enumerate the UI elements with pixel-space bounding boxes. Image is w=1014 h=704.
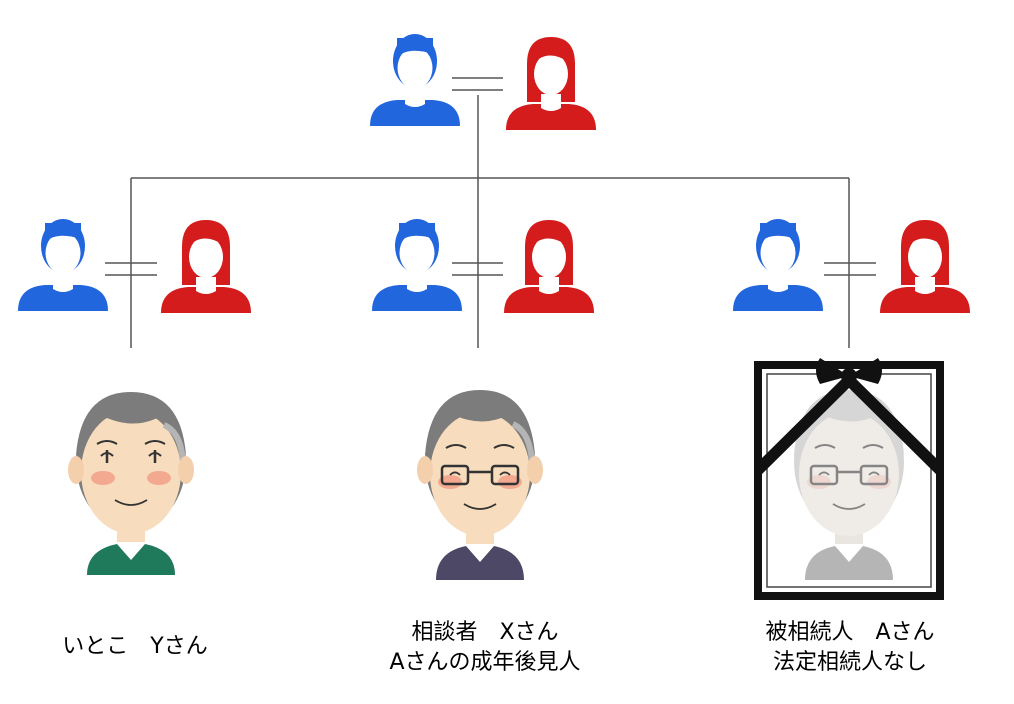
deceased-name-text: 被相続人 Aさん: [765, 620, 935, 645]
grandfather-icon: [370, 34, 460, 126]
right-mother-icon: [880, 220, 970, 313]
deceased-status-text: 法定相続人なし: [772, 650, 927, 675]
grandmother-icon: [506, 37, 596, 130]
center-father-icon: [372, 219, 462, 311]
left-father-icon: [18, 219, 108, 311]
deceased-memorial-portrait: [754, 358, 944, 600]
marriage-lines: [105, 77, 876, 276]
left-mother-icon: [161, 220, 251, 313]
deceased-label: 被相続人 Aさん 法定相続人なし: [735, 618, 965, 678]
cousin-portrait: [68, 392, 194, 575]
cousin-label: いとこ Yさん: [40, 632, 230, 662]
right-father-icon: [733, 219, 823, 311]
consultant-role-text: Aさんの成年後見人: [389, 650, 581, 675]
consultant-label: 相談者 Xさん Aさんの成年後見人: [330, 618, 640, 678]
consultant-name-text: 相談者 Xさん: [411, 620, 559, 645]
cousin-name-text: いとこ Yさん: [62, 634, 208, 659]
center-mother-icon: [504, 220, 594, 313]
consultant-portrait: [417, 390, 543, 580]
